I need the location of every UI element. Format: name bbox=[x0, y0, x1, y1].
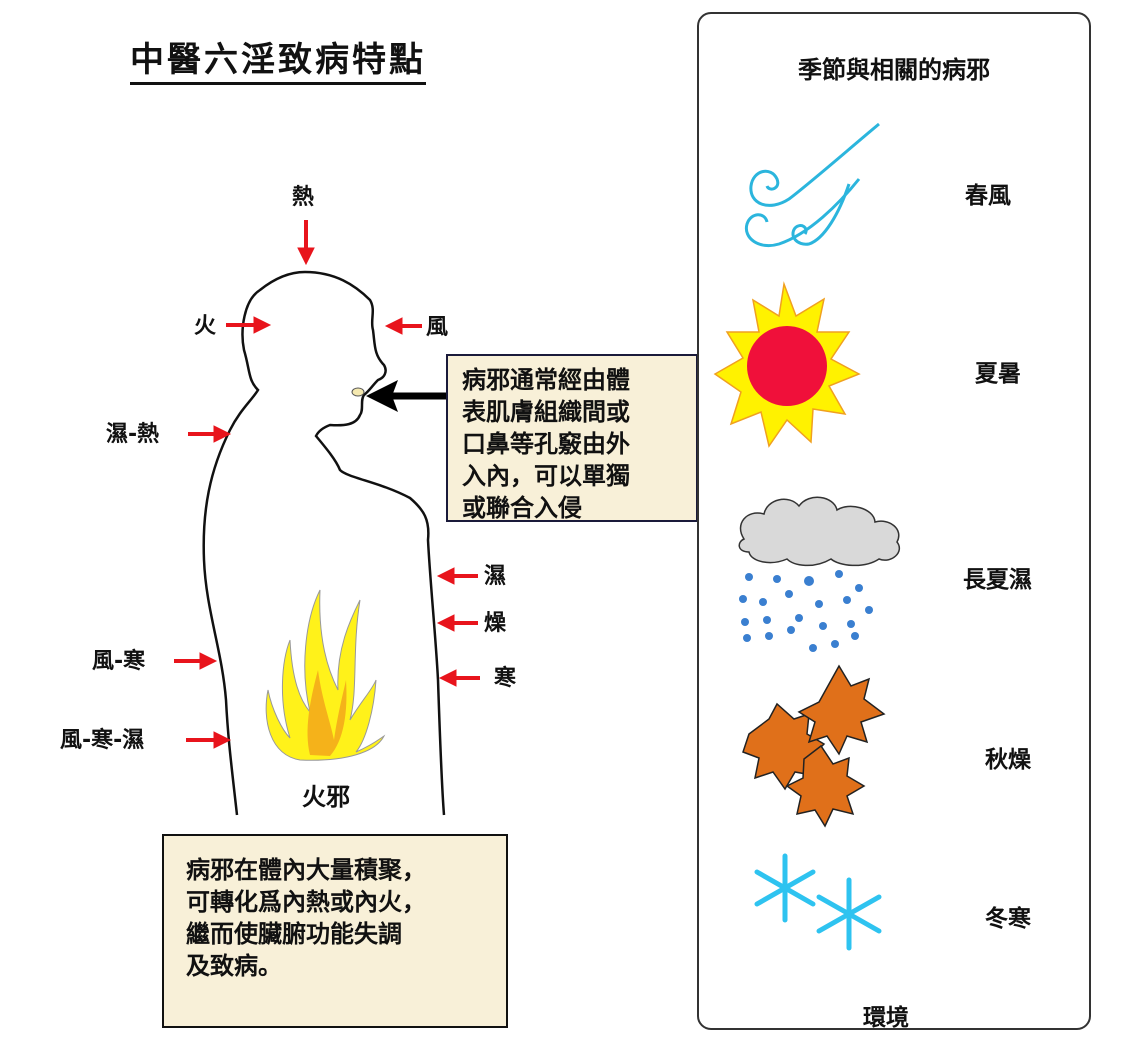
label-wind: 風 bbox=[426, 315, 449, 340]
seasons-panel: 季節與相關的病邪 bbox=[697, 12, 1091, 1031]
label-heat: 熱 bbox=[292, 185, 315, 210]
season-label-winter: 冬寒 bbox=[985, 906, 1031, 932]
label-cold: 寒 bbox=[494, 666, 517, 691]
human-silhouette bbox=[202, 270, 446, 816]
entry-note-line: 口鼻等孔竅由外 bbox=[462, 430, 630, 458]
page-title: 中醫六淫致病特點 bbox=[130, 40, 426, 85]
entry-arrow bbox=[366, 380, 448, 412]
dry-leaves-icon bbox=[742, 664, 886, 828]
internal-note-line: 可轉化爲內熱或內火， bbox=[186, 888, 426, 916]
label-wind-cold-damp: 風-寒-濕 bbox=[60, 728, 145, 753]
entry-note-line: 或聯合入侵 bbox=[462, 494, 582, 522]
internal-note-line: 繼而使臟腑功能失調 bbox=[186, 920, 402, 948]
snowflake-icon bbox=[754, 853, 882, 951]
seasons-panel-title: 季節與相關的病邪 bbox=[798, 56, 990, 84]
label-wind-cold: 風-寒 bbox=[92, 649, 146, 674]
seasons-panel-footer: 環境 bbox=[863, 1005, 909, 1031]
season-label-spring: 春風 bbox=[965, 183, 1011, 209]
body-diagram bbox=[174, 220, 480, 816]
label-dryness: 燥 bbox=[484, 611, 507, 636]
entry-note-line: 表肌膚組織間或 bbox=[462, 398, 630, 426]
entry-note: 病邪通常經由體 表肌膚組織間或 口鼻等孔竅由外 入內，可以單獨 或聯合入侵 bbox=[446, 354, 698, 522]
wind-icon bbox=[744, 122, 880, 247]
internal-note-line: 病邪在體內大量積聚， bbox=[186, 856, 426, 884]
sun-icon bbox=[713, 281, 861, 448]
season-label-autumn: 秋燥 bbox=[985, 747, 1031, 773]
season-label-late-summer: 長夏濕 bbox=[963, 567, 1032, 593]
internal-note-line: 及致病。 bbox=[186, 952, 282, 980]
label-damp: 濕 bbox=[484, 564, 507, 589]
internal-note: 病邪在體內大量積聚， 可轉化爲內熱或內火， 繼而使臟腑功能失調 及致病。 bbox=[162, 834, 508, 1028]
entry-note-line: 病邪通常經由體 bbox=[462, 366, 630, 394]
flame-icon bbox=[265, 589, 386, 761]
season-icons bbox=[713, 122, 900, 951]
season-label-summer: 夏暑 bbox=[975, 361, 1021, 387]
entry-note-line: 入內，可以單獨 bbox=[462, 462, 630, 490]
rain-cloud-icon bbox=[738, 496, 900, 652]
label-fire: 火 bbox=[194, 314, 217, 339]
label-fire-evil: 火邪 bbox=[302, 783, 350, 811]
label-damp-heat: 濕-熱 bbox=[106, 422, 160, 447]
